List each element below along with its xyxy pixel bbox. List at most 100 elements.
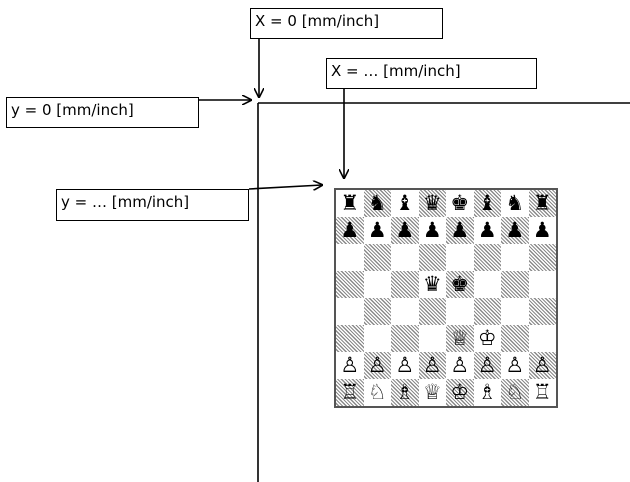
chess-piece-icon: ♜ [340,191,360,215]
board-square [363,244,391,271]
board-square: ♟ [529,217,557,244]
board-square: ♞ [363,190,391,217]
board-square [336,325,364,352]
board-square [501,244,529,271]
board-square: ♚ [446,190,474,217]
chess-piece-icon: ♟ [340,218,360,242]
board-square [391,325,419,352]
chess-piece-icon: ♝ [477,191,497,215]
chess-piece-icon: ♙ [367,353,387,377]
board-square: ♙ [501,352,529,379]
board-square [528,298,556,325]
chess-piece-icon: ♟ [395,218,415,242]
chess-piece-icon: ♖ [340,380,360,404]
board-square: ♙ [446,352,474,379]
chess-piece-icon: ♕ [422,380,442,404]
chess-piece-icon: ♟ [532,218,552,242]
board-square [391,244,419,271]
chess-piece-icon: ♙ [450,353,470,377]
board-square [501,325,529,352]
board-square [501,298,529,325]
board-square [336,271,364,298]
chess-piece-icon: ♟ [367,218,387,242]
board-square [418,298,446,325]
board-square: ♔ [474,325,502,352]
chess-board: ♜♞♝♛♚♝♞♜♟♟♟♟♟♟♟♟♛♚♕♔♙♙♙♙♙♙♙♙♖♘♗♕♔♗♘♖ [334,188,558,408]
board-square: ♕ [446,325,474,352]
board-square [336,244,364,271]
board-square: ♟ [474,217,502,244]
chess-piece-icon: ♙ [477,353,497,377]
board-square: ♙ [528,352,556,379]
board-square: ♖ [336,379,364,406]
board-square [364,271,392,298]
board-square [501,271,529,298]
board-square: ♜ [336,190,364,217]
arrow-y-offset [248,185,322,189]
board-square: ♚ [446,271,474,298]
board-square [418,244,446,271]
board-square: ♔ [446,379,474,406]
chess-piece-icon: ♟ [450,218,470,242]
chess-piece-icon: ♟ [422,218,442,242]
board-square [474,271,502,298]
board-square: ♟ [446,217,474,244]
chess-piece-icon: ♞ [367,191,387,215]
board-square: ♟ [501,217,529,244]
chess-piece-icon: ♙ [340,353,360,377]
chess-piece-icon: ♘ [505,380,525,404]
chess-piece-icon: ♖ [532,380,552,404]
chess-piece-icon: ♙ [505,353,525,377]
board-square: ♙ [418,352,446,379]
board-square [529,325,557,352]
board-square: ♝ [391,190,419,217]
chess-piece-icon: ♟ [477,218,497,242]
board-square [529,271,557,298]
board-square: ♗ [474,379,502,406]
chess-piece-icon: ♝ [395,191,415,215]
board-square: ♙ [391,352,419,379]
x-origin-label: X = 0 [mm/inch] [250,8,443,39]
chess-piece-icon: ♙ [395,353,415,377]
chess-piece-icon: ♘ [367,380,387,404]
board-square: ♙ [473,352,501,379]
x-offset-label: X = … [mm/inch] [326,58,537,89]
chess-piece-icon: ♚ [450,272,470,296]
board-square: ♛ [418,190,446,217]
chess-piece-icon: ♟ [505,218,525,242]
chess-piece-icon: ♛ [422,272,442,296]
board-square [364,325,392,352]
board-square [336,298,364,325]
board-square: ♛ [419,271,447,298]
chess-piece-icon: ♛ [422,191,442,215]
board-square: ♟ [364,217,392,244]
board-square: ♟ [419,217,447,244]
chess-piece-icon: ♕ [450,326,470,350]
y-offset-label: y = … [mm/inch] [56,189,249,221]
board-square [391,271,419,298]
chess-piece-icon: ♚ [450,191,470,215]
chess-piece-icon: ♔ [450,380,470,404]
chess-piece-icon: ♗ [395,380,415,404]
board-square: ♖ [529,379,557,406]
board-square [528,244,556,271]
board-square: ♟ [336,217,364,244]
board-square: ♝ [473,190,501,217]
board-square [473,244,501,271]
chess-piece-icon: ♙ [532,353,552,377]
chess-piece-icon: ♞ [505,191,525,215]
board-square: ♙ [363,352,391,379]
board-square [446,244,474,271]
board-square [473,298,501,325]
board-square: ♘ [364,379,392,406]
board-square [391,298,419,325]
board-square: ♙ [336,352,364,379]
chess-piece-icon: ♜ [532,191,552,215]
board-square: ♜ [528,190,556,217]
board-square: ♘ [501,379,529,406]
board-square [419,325,447,352]
chess-piece-icon: ♗ [477,380,497,404]
board-square: ♟ [391,217,419,244]
board-square: ♗ [391,379,419,406]
